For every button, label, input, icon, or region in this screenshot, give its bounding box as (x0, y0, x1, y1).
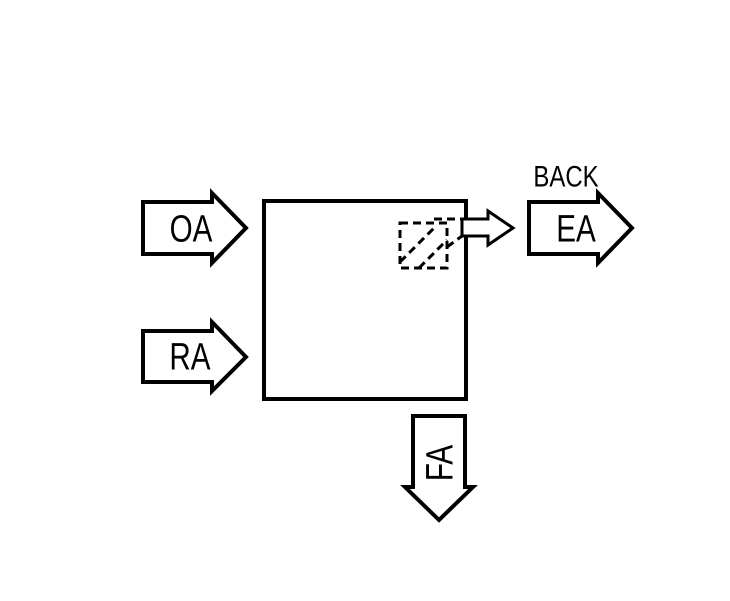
damper-outlet-arrow (460, 208, 516, 248)
return-air-label: RA (169, 336, 210, 378)
fresh-air-outlet: FA (400, 414, 478, 523)
fresh-air-arrow (400, 414, 478, 523)
outside-air-label: OA (170, 208, 213, 250)
damper-blade-1 (398, 226, 436, 264)
exhaust-damper (398, 208, 516, 270)
exhaust-air-outlet: EA (527, 188, 635, 268)
unit-housing (262, 199, 468, 401)
exhaust-position-label: BACK (533, 159, 598, 193)
exhaust-air-label: EA (556, 208, 596, 250)
return-air-arrow (141, 317, 249, 396)
damper-blade-2 (417, 238, 449, 270)
return-air-inlet: RA (141, 317, 249, 396)
exhaust-air-arrow (527, 188, 635, 268)
outside-air-inlet: OA (141, 188, 249, 268)
outside-air-arrow (141, 188, 249, 268)
fresh-air-label: FA (419, 445, 461, 481)
